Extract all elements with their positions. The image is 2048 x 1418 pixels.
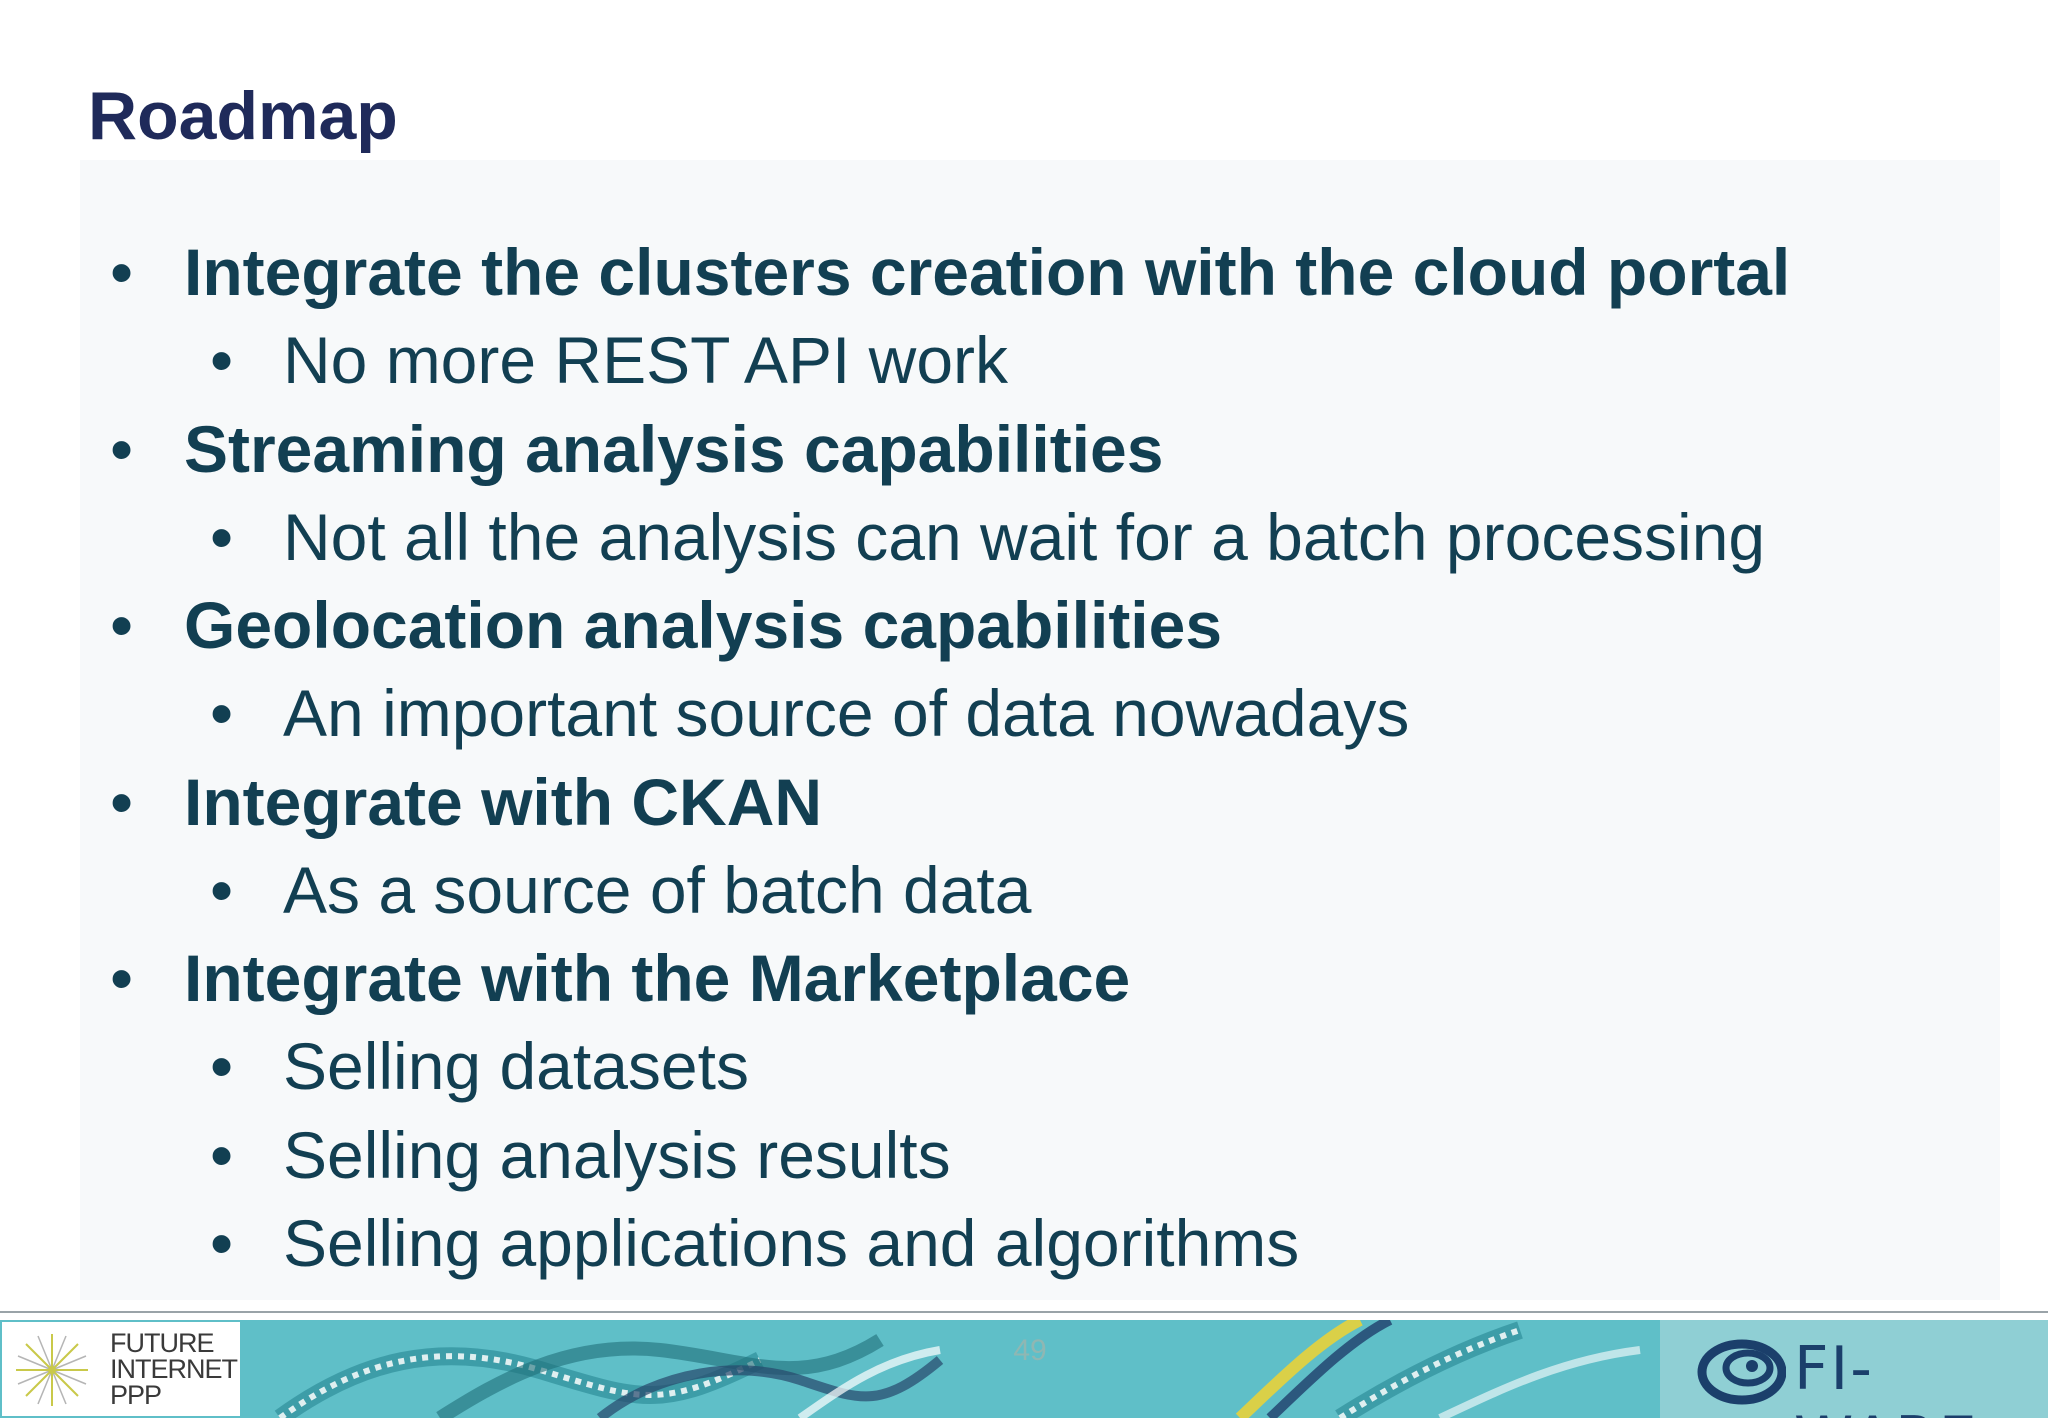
bullet-text: Integrate with the Marketplace bbox=[184, 941, 1131, 1015]
bullet-marker: • bbox=[210, 676, 234, 750]
content-panel bbox=[80, 160, 2000, 1300]
bullet-marker: • bbox=[110, 765, 134, 839]
fiware-swirl-icon bbox=[1697, 1339, 1786, 1405]
bullet-marker: • bbox=[110, 235, 134, 309]
bullet-marker: • bbox=[110, 941, 134, 1015]
starburst-icon bbox=[16, 1334, 88, 1406]
bullet-marker: • bbox=[110, 412, 134, 486]
bullet-marker: • bbox=[210, 323, 234, 397]
footer-divider bbox=[0, 1311, 2048, 1313]
footer-band: FUTURE INTERNET PPP 49 FI-WARE bbox=[0, 1320, 2048, 1418]
bullet-text: An important source of data nowadays bbox=[283, 676, 1410, 750]
page-number: 49 bbox=[1013, 1334, 1047, 1367]
bullet-marker: • bbox=[110, 588, 134, 662]
bullet-text: Geolocation analysis capabilities bbox=[184, 588, 1223, 662]
bullet-text: As a source of batch data bbox=[283, 853, 1032, 927]
fiware-logo-text: FI-WARE bbox=[1794, 1334, 1977, 1418]
slide-title: Roadmap bbox=[88, 78, 398, 154]
bullet-text: Integrate with CKAN bbox=[184, 765, 823, 839]
future-internet-ppp-logo: FUTURE INTERNET PPP bbox=[2, 1322, 240, 1416]
fiware-logo: FI-WARE bbox=[1660, 1320, 2048, 1418]
bullet-marker: • bbox=[210, 853, 234, 927]
bullet-text: Selling datasets bbox=[283, 1029, 749, 1103]
bullet-marker: • bbox=[210, 1029, 234, 1103]
bullet-marker: • bbox=[210, 1206, 234, 1280]
bullet-text: No more REST API work bbox=[283, 323, 1009, 397]
bullet-text: Integrate the clusters creation with the… bbox=[184, 235, 1791, 309]
bullet-text: Streaming analysis capabilities bbox=[184, 412, 1164, 486]
bullet-marker: • bbox=[210, 1118, 234, 1192]
bullet-text: Selling analysis results bbox=[283, 1118, 951, 1192]
ribbon-decoration bbox=[274, 1320, 1641, 1418]
bullet-marker: • bbox=[210, 500, 234, 574]
bullet-text: Not all the analysis can wait for a batc… bbox=[283, 500, 1766, 574]
bullet-text: Selling applications and algorithms bbox=[283, 1206, 1300, 1280]
ppp-logo-text: FUTURE INTERNET PPP bbox=[110, 1328, 238, 1410]
